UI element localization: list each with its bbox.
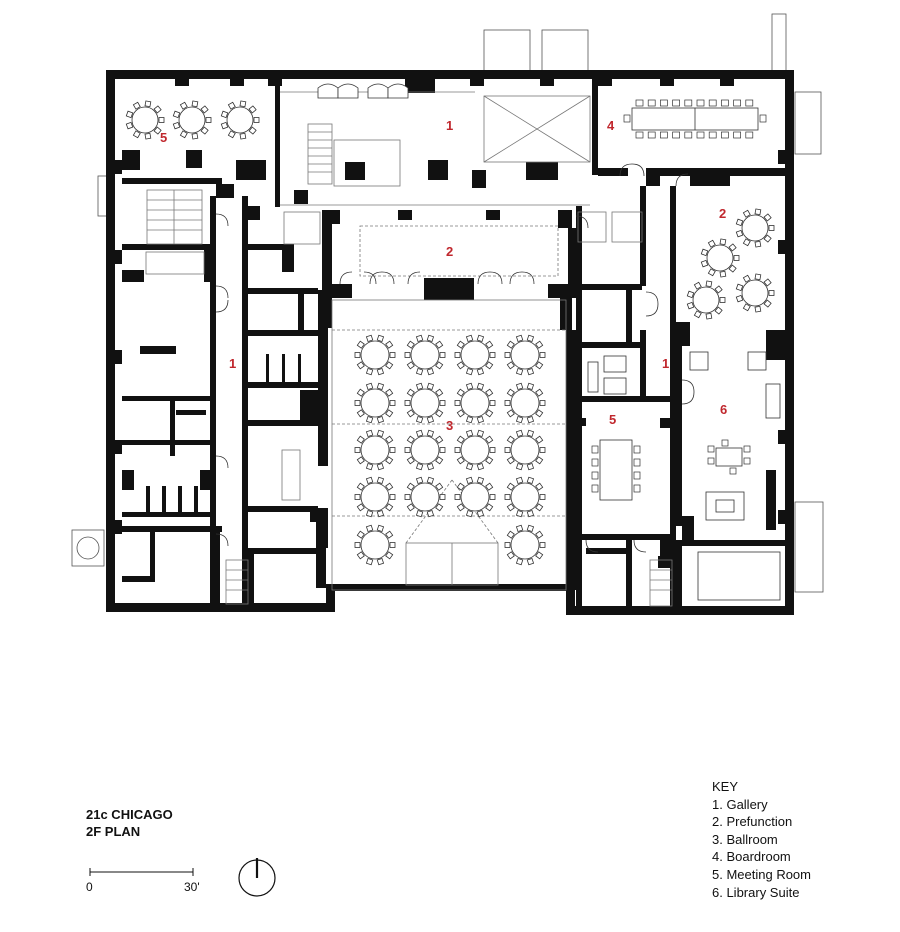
round-table: [125, 100, 165, 140]
round-table: [454, 382, 496, 424]
round-table: [354, 334, 396, 376]
chair: [633, 484, 641, 493]
chair: [591, 484, 599, 493]
chair: [635, 131, 644, 139]
plan-title: 21c CHICAGO 2F PLAN: [86, 806, 173, 840]
chair: [633, 445, 641, 454]
round-table: [504, 524, 546, 566]
chair: [635, 99, 644, 107]
room-label-gallery-west: 1: [229, 356, 236, 371]
chair: [707, 457, 715, 465]
chair: [591, 458, 599, 467]
meeting-room-table: [599, 439, 633, 501]
tables-layer: [125, 100, 775, 566]
chair: [759, 114, 767, 123]
chair: [633, 471, 641, 480]
chair: [733, 99, 741, 107]
round-table: [354, 429, 396, 471]
chair: [623, 114, 631, 123]
chair: [660, 131, 668, 139]
round-table: [504, 476, 546, 518]
room-label-meeting-room-east: 5: [609, 412, 616, 427]
scale-start-label: 0: [86, 880, 93, 894]
key-item: 2. Prefunction: [712, 814, 793, 830]
chair: [721, 439, 729, 447]
chair: [696, 131, 705, 139]
round-table: [735, 208, 775, 248]
outer-walls: [106, 70, 794, 615]
chair: [647, 99, 656, 107]
chair: [684, 131, 693, 139]
round-table: [354, 382, 396, 424]
room-label-gallery-east: 1: [662, 356, 669, 371]
round-table: [504, 429, 546, 471]
round-table: [172, 100, 212, 140]
room-label-boardroom: 4: [607, 118, 615, 133]
doors: [215, 163, 695, 553]
chair: [743, 457, 751, 465]
chair: [743, 445, 751, 453]
room-label-prefunction-center: 2: [446, 244, 453, 259]
chair: [660, 99, 668, 107]
round-table: [454, 476, 496, 518]
round-table: [700, 238, 740, 278]
round-table: [404, 476, 446, 518]
round-table: [404, 429, 446, 471]
round-table: [454, 429, 496, 471]
round-table: [735, 273, 775, 313]
round-table: [354, 476, 396, 518]
key-item: 1. Gallery: [712, 796, 768, 812]
key-item: 3. Ballroom: [712, 831, 778, 847]
plan-title-line1: 21c CHICAGO: [86, 807, 173, 822]
room-labels: 1 2 3 4 5 2 1 1 5 6: [160, 118, 727, 433]
light-lines: [145, 91, 673, 607]
chair: [721, 99, 729, 107]
boardroom-chairs: [623, 99, 767, 139]
key-item: 6. Library Suite: [712, 884, 800, 900]
chair: [745, 131, 754, 139]
room-label-ballroom: 3: [446, 418, 453, 433]
chair: [672, 131, 680, 139]
round-table: [404, 334, 446, 376]
scale-end-label: 30': [184, 880, 200, 894]
round-table: [220, 100, 260, 140]
chair: [591, 445, 599, 454]
room-label-gallery-north: 1: [446, 118, 453, 133]
chair: [708, 131, 717, 139]
scale-bar: [89, 868, 194, 876]
room-label-prefunction-east: 2: [719, 206, 726, 221]
chair: [591, 471, 599, 480]
plan-title-line2: 2F PLAN: [86, 824, 141, 839]
room-label-meeting-room-nw: 5: [160, 130, 167, 145]
north-arrow-icon: [238, 858, 276, 897]
interior-walls: [122, 79, 794, 606]
round-table: [354, 524, 396, 566]
meeting-chairs: [591, 439, 751, 493]
chair: [647, 131, 656, 139]
chair: [745, 99, 754, 107]
boardroom-table: [631, 107, 759, 131]
round-table: [404, 382, 446, 424]
chair: [672, 99, 680, 107]
key-legend: KEY 1. Gallery 2. Prefunction 3. Ballroo…: [712, 778, 811, 901]
key-item: 5. Meeting Room: [712, 866, 811, 882]
room-label-library-suite: 6: [720, 402, 727, 417]
chair: [633, 458, 641, 467]
chair: [696, 99, 705, 107]
round-table: [686, 280, 726, 320]
chair: [733, 131, 741, 139]
chair: [729, 467, 737, 475]
round-table: [504, 382, 546, 424]
key-item: 4. Boardroom: [712, 849, 791, 865]
chair: [707, 445, 715, 453]
round-table: [454, 334, 496, 376]
key-heading: KEY: [712, 779, 739, 794]
chair: [721, 131, 729, 139]
chair: [684, 99, 693, 107]
library-furniture: [317, 83, 781, 601]
chair: [708, 99, 717, 107]
round-table: [504, 334, 546, 376]
